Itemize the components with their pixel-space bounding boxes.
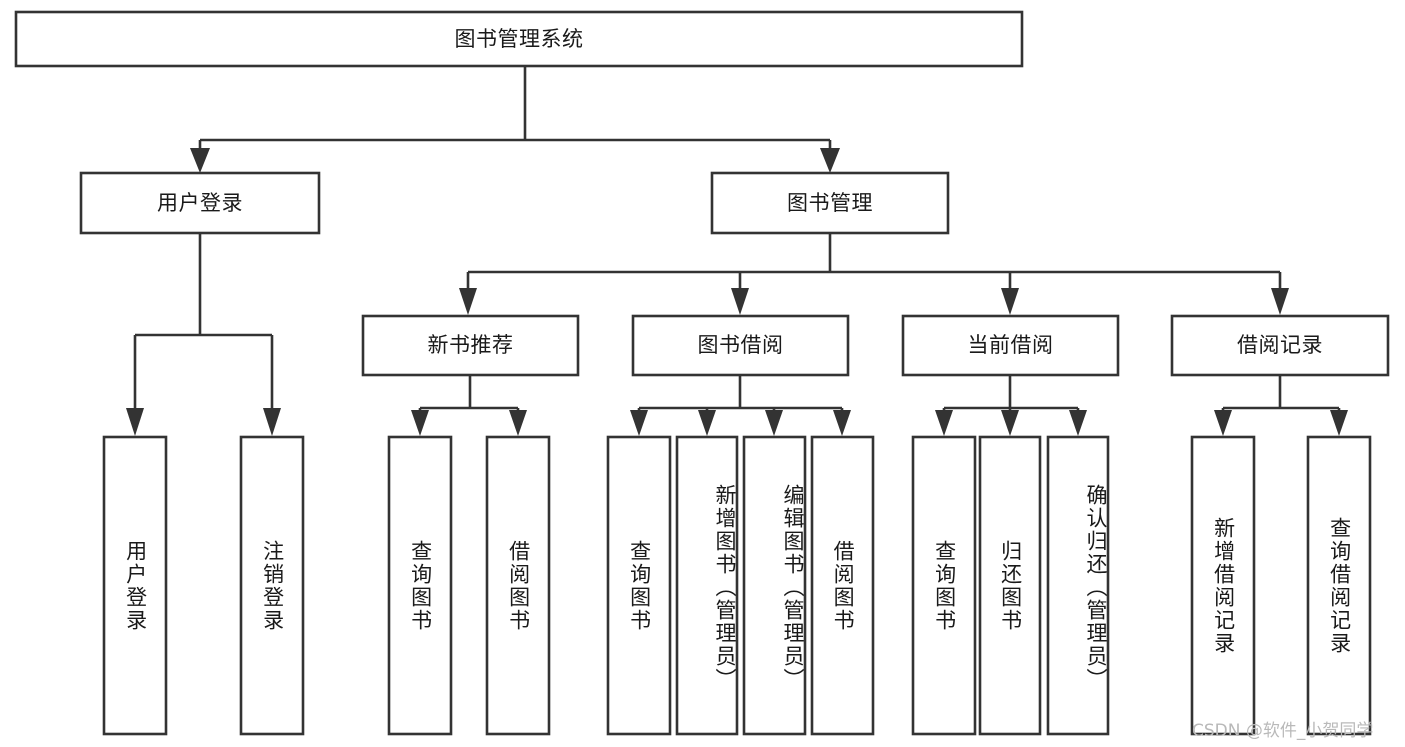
node-box-query-book-1[interactable] <box>387 435 453 736</box>
node-box-add-book[interactable] <box>675 435 739 736</box>
connectors-root-to-level2 <box>190 66 840 173</box>
node-box-borrow-book-2[interactable] <box>810 435 875 736</box>
node-box-book-manage[interactable] <box>710 171 950 235</box>
arrow-to-book-manage <box>820 148 840 173</box>
node-box-add-borrow-record[interactable] <box>1190 435 1256 736</box>
arrow-to-borrow-book-1 <box>509 410 527 436</box>
arrow-to-borrow-record <box>1271 288 1289 315</box>
connectors-borrow-record-children <box>1214 375 1348 436</box>
node-box-query-borrow-record[interactable] <box>1306 435 1372 736</box>
arrow-to-login <box>126 408 144 436</box>
node-box-borrow-book-1[interactable] <box>485 435 551 736</box>
arrow-to-add-borrow-record <box>1214 410 1232 436</box>
arrow-to-query-book-1 <box>411 410 429 436</box>
arrow-to-user-login <box>190 148 210 173</box>
node-box-borrow-record[interactable] <box>1170 314 1390 377</box>
arrow-to-query-borrow-record <box>1330 410 1348 436</box>
arrow-to-current-borrow <box>1001 288 1019 315</box>
arrow-to-logout <box>263 408 281 436</box>
node-box-edit-book[interactable] <box>742 435 807 736</box>
connectors-new-book-recommend-children <box>411 375 527 436</box>
node-box-root[interactable] <box>14 10 1024 68</box>
node-box-query-book-2[interactable] <box>606 435 672 736</box>
arrow-to-query-book-3 <box>935 410 953 436</box>
node-box-confirm-return[interactable] <box>1046 435 1110 736</box>
connectors-current-borrow-children <box>935 375 1087 436</box>
connectors-book-borrow-children <box>630 375 851 436</box>
arrow-to-confirm-return <box>1069 410 1087 436</box>
csdn-watermark: CSDN @软件_小贺同学 <box>1192 721 1374 741</box>
connectors-book-manage-groups <box>459 233 1289 315</box>
node-box-logout[interactable] <box>239 435 305 736</box>
node-box-return-book[interactable] <box>978 435 1042 736</box>
arrow-to-new-book-recommend <box>459 288 477 315</box>
connectors-user-login-children <box>126 233 281 436</box>
node-box-user-login[interactable] <box>79 171 321 235</box>
arrow-to-book-borrow <box>731 288 749 315</box>
arrow-to-add-book <box>698 410 716 436</box>
arrow-to-query-book-2 <box>630 410 648 436</box>
node-box-query-book-3[interactable] <box>911 435 977 736</box>
node-box-login[interactable] <box>102 435 168 736</box>
arrow-to-edit-book <box>765 410 783 436</box>
node-box-new-book-recommend[interactable] <box>361 314 580 377</box>
arrow-to-borrow-book-2 <box>833 410 851 436</box>
node-box-book-borrow[interactable] <box>631 314 850 377</box>
node-box-current-borrow[interactable] <box>901 314 1120 377</box>
arrow-to-return-book <box>1001 410 1019 436</box>
